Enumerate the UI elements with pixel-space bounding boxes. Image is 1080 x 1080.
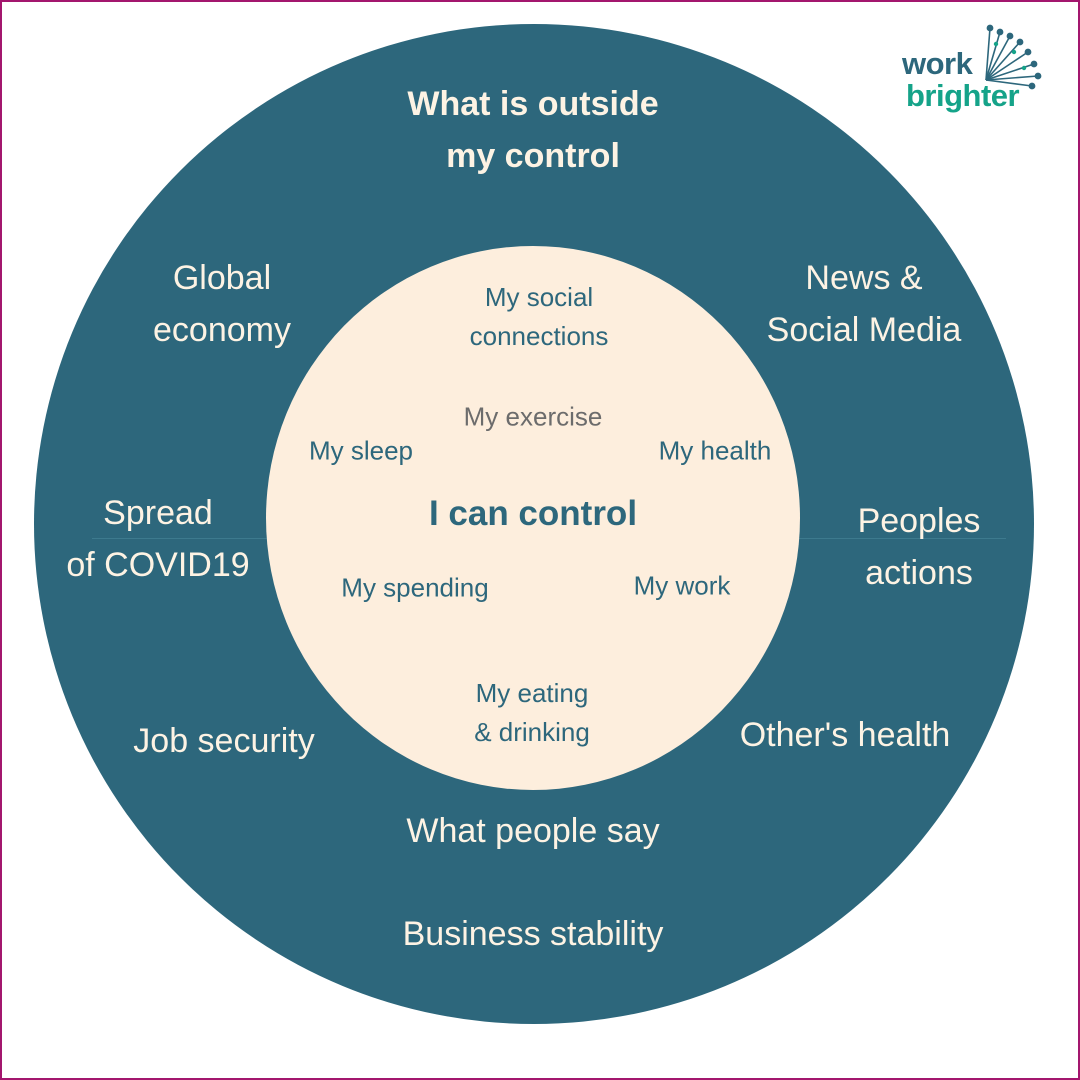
outer-item-business-stability: Business stability (402, 915, 664, 953)
inner-item-work: My work (633, 570, 731, 601)
outer-item-what-people-say: What people say (406, 812, 660, 850)
inner-item-spending: My spending (341, 572, 489, 603)
outer-item-news-social-media: News & Social Media (766, 259, 962, 349)
sunburst-icon (985, 24, 1042, 90)
inner-item-exercise: My exercise (463, 401, 603, 432)
inner-item-eating-drinking: My eating & drinking (474, 678, 590, 747)
inner-item-social-connections: My social connections (469, 282, 609, 351)
inner-circle-can-control (266, 246, 800, 790)
outer-title: What is outside my control (407, 85, 659, 175)
inner-item-health: My health (658, 435, 772, 466)
right-divider-line (796, 538, 1006, 539)
left-divider-line (92, 538, 272, 539)
inner-item-sleep: My sleep (308, 435, 414, 466)
outer-item-spread-covid19: Spread of COVID19 (66, 494, 250, 584)
logo-word-work: work (902, 46, 973, 81)
work-brighter-logo: work brighter (896, 22, 1056, 122)
inner-title: I can control (428, 494, 638, 533)
outer-item-peoples-actions: Peoples actions (857, 502, 981, 592)
outer-item-others-health: Other's health (739, 716, 951, 754)
outer-item-job-security: Job security (133, 722, 315, 760)
outer-item-global-economy: Global economy (153, 259, 291, 349)
logo-word-brighter: brighter (906, 78, 1020, 113)
